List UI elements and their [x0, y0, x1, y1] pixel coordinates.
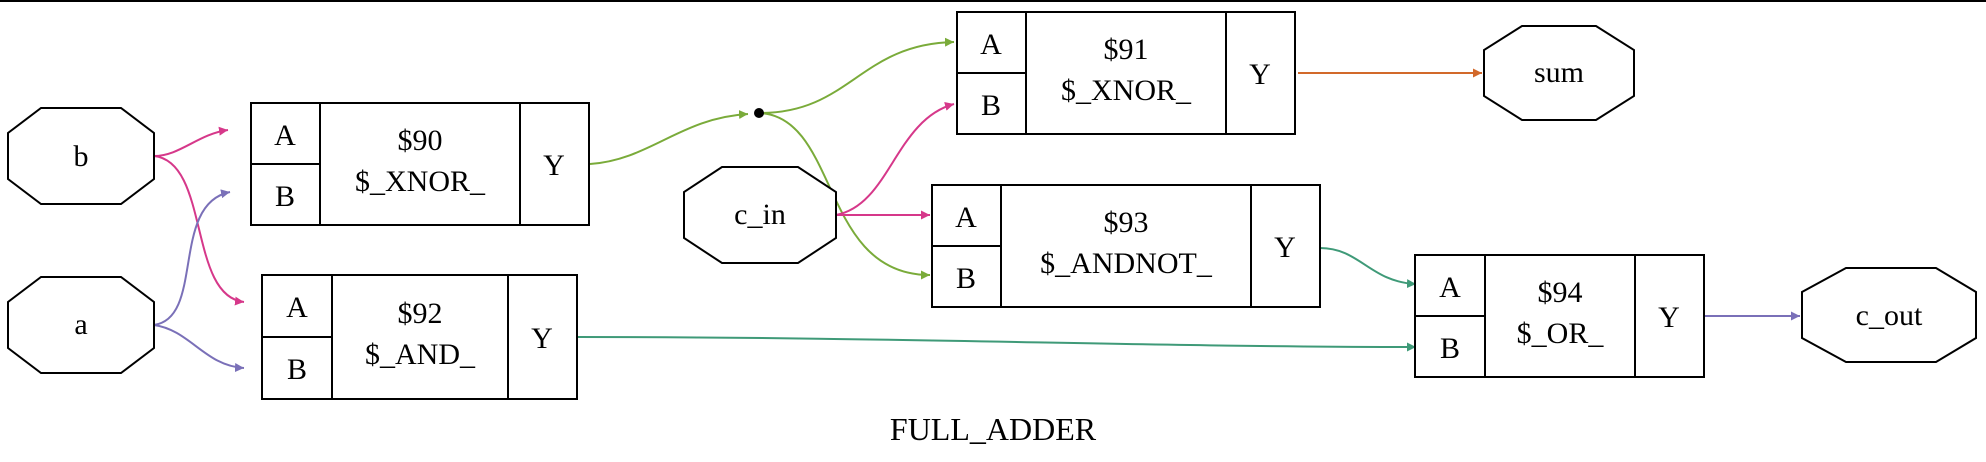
cell-93-port-y: Y [1274, 231, 1296, 264]
port-c-in: c_in [683, 166, 837, 264]
cell-91-id: $91 [1104, 33, 1149, 66]
cell-90-port-b: B [275, 180, 295, 213]
port-c-in-label: c_in [734, 198, 786, 231]
cell-94-type: $_OR_ [1517, 317, 1605, 350]
port-sum-label: sum [1534, 56, 1584, 89]
cell-94-port-y: Y [1658, 301, 1680, 334]
edge-b-to-90a [153, 126, 229, 157]
cell-91-type: $_XNOR_ [1061, 74, 1192, 107]
cell-94-or: A B $94 $_OR_ Y [1414, 254, 1705, 378]
edge-b-to-92a [153, 155, 245, 306]
edge-cin-to-91b [835, 102, 955, 216]
cell-90-id: $90 [398, 124, 443, 157]
cell-93-id: $93 [1104, 206, 1149, 239]
cell-90-xnor: A B $90 $_XNOR_ Y [250, 102, 590, 226]
cell-90-port-y: Y [543, 149, 565, 182]
edge-90y-to-junction [589, 110, 749, 165]
cell-92-id: $92 [398, 297, 443, 330]
port-b-label: b [74, 140, 89, 173]
edge-a-to-92b [153, 324, 245, 373]
cell-91-port-y: Y [1249, 58, 1271, 91]
cell-90-port-a: A [274, 119, 296, 152]
cell-92-port-b: B [287, 353, 307, 386]
cell-91-port-a: A [980, 28, 1002, 61]
port-a-label: a [74, 308, 87, 341]
port-c-out: c_out [1801, 267, 1977, 363]
port-sum: sum [1483, 25, 1635, 121]
cell-92-port-a: A [286, 291, 308, 324]
edge-junction-to-91a [759, 37, 955, 114]
cell-91-port-b: B [981, 89, 1001, 122]
cell-93-port-b: B [956, 262, 976, 295]
cell-93-andnot: A B $93 $_ANDNOT_ Y [931, 184, 1321, 308]
port-b: b [7, 107, 155, 205]
cell-91-xnor: A B $91 $_XNOR_ Y [956, 11, 1296, 135]
edge-a-to-90b [153, 189, 231, 326]
cell-94-port-b: B [1440, 332, 1460, 365]
junction-dot [754, 108, 764, 118]
edge-92y-to-94b [577, 336, 1417, 352]
cell-94-id: $94 [1538, 276, 1583, 309]
port-c-out-label: c_out [1856, 299, 1923, 332]
cell-92-and: A B $92 $_AND_ Y [261, 274, 578, 400]
cell-93-type: $_ANDNOT_ [1040, 247, 1213, 280]
diagram-title: FULL_ADDER [890, 411, 1097, 447]
cell-90-type: $_XNOR_ [355, 165, 486, 198]
edge-93y-to-94a [1319, 247, 1417, 289]
cell-92-port-y: Y [531, 322, 553, 355]
port-a: a [7, 276, 155, 374]
cell-92-type: $_AND_ [365, 338, 476, 371]
cell-93-port-a: A [955, 201, 977, 234]
cell-94-port-a: A [1439, 271, 1461, 304]
